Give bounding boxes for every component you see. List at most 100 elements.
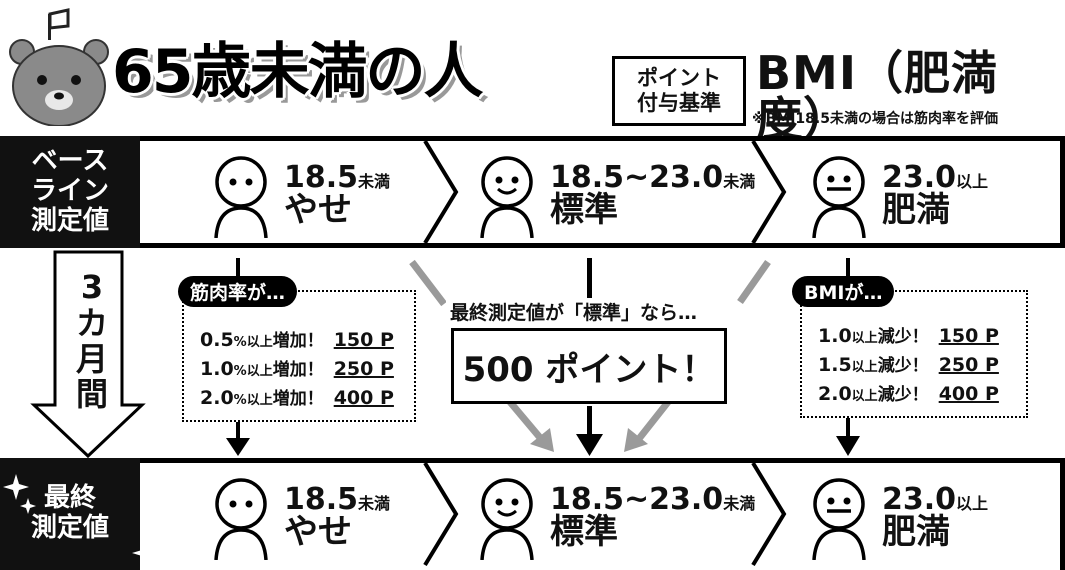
gray-arrow-left — [409, 259, 554, 452]
bmi-change-label: BMIが… — [792, 276, 895, 307]
final-label-line-2: 測定値 — [30, 513, 109, 543]
bmi-change-row: 1.0 以上 減少！ 150 P — [818, 322, 999, 347]
neutral-face-icon — [214, 156, 268, 238]
baseline-label-line-2: ライン — [30, 176, 109, 207]
row-amount: 2.0 — [818, 383, 852, 405]
row-verb: 増加！ — [272, 389, 324, 409]
category-unit: 未満 — [358, 494, 391, 513]
bmi-change-row: 2.0 以上 減少！ 400 P — [818, 380, 999, 405]
duration-char: 月 — [75, 339, 108, 378]
smile-face-icon — [480, 478, 534, 560]
neutral-face-icon — [214, 478, 268, 560]
bear-mascot-icon — [9, 8, 109, 126]
category-obese: 23.0以上 肥満 — [808, 150, 1048, 240]
final-category-standard: 18.5~23.0未満 標準 — [476, 472, 766, 562]
category-unit: 以上 — [956, 172, 989, 191]
bmi-title: BMI（肥満度） — [756, 46, 998, 146]
bmi-change-row: 1.5 以上 減少！ 250 P — [818, 351, 999, 376]
row-verb: 増加！ — [272, 360, 324, 380]
page-title: 65歳未満の人 — [112, 37, 483, 107]
down-arrow-right — [836, 258, 860, 456]
chevron-right-icon — [423, 461, 459, 567]
row-unit: %以上 — [233, 335, 273, 350]
muscle-rate-box — [182, 290, 416, 422]
category-name: 肥満 — [882, 512, 950, 552]
category-value: 18.5 — [284, 482, 359, 517]
muscle-rate-row: 0.5 %以上 増加！ 150 P — [200, 326, 394, 351]
row-amount: 1.0 — [818, 325, 852, 347]
baseline-label: ベース ライン 測定値 — [0, 136, 140, 248]
row-amount: 0.5 — [200, 329, 234, 351]
row-unit: %以上 — [233, 364, 273, 379]
sparkle-icon — [132, 540, 158, 566]
play-arrow-icon — [140, 178, 158, 204]
standard-condition: 最終測定値が「標準」なら… — [446, 298, 702, 325]
duration-char: 3 — [80, 268, 104, 306]
criteria-label-line-1: ポイント — [637, 65, 721, 90]
category-standard: 18.5~23.0未満 標準 — [476, 150, 766, 240]
category-value: 18.5~23.0 — [550, 160, 724, 195]
row-points: 250 P — [938, 354, 999, 376]
category-underweight: 18.5未満 やせ — [210, 150, 430, 240]
chevron-right-icon — [751, 139, 787, 245]
chevron-right-icon — [423, 139, 459, 245]
category-name: やせ — [284, 190, 352, 230]
category-name: 標準 — [550, 512, 618, 552]
standard-reward-box: 500 ポイント！ — [451, 328, 727, 404]
gray-arrow-right — [624, 259, 771, 452]
bmi-change-box — [800, 290, 1028, 418]
smile-face-icon — [480, 156, 534, 238]
category-unit: 未満 — [723, 172, 756, 191]
row-unit: 以上 — [851, 389, 878, 404]
row-points: 150 P — [938, 325, 999, 347]
row-unit: 以上 — [851, 360, 878, 375]
standard-reward: 500 ポイント！ — [462, 349, 716, 390]
row-unit: 以上 — [851, 331, 878, 346]
final-label: 最終 測定値 — [0, 458, 140, 570]
tight-face-icon — [812, 478, 866, 560]
row-verb: 増加！ — [272, 331, 324, 351]
row-points: 250 P — [333, 358, 394, 380]
row-verb: 減少！ — [877, 327, 929, 347]
chevron-right-icon — [751, 461, 787, 567]
duration-char: カ — [75, 303, 108, 342]
row-amount: 1.0 — [200, 358, 234, 380]
category-unit: 以上 — [956, 494, 989, 513]
category-value: 18.5~23.0 — [550, 482, 724, 517]
row-verb: 減少！ — [877, 385, 929, 405]
row-verb: 減少！ — [877, 356, 929, 376]
row-points: 150 P — [333, 329, 394, 351]
category-unit: 未満 — [358, 172, 391, 191]
category-name: やせ — [284, 512, 352, 552]
final-category-obese: 23.0以上 肥満 — [808, 472, 1048, 562]
final-label-line-1: 最終 — [43, 483, 96, 514]
category-name: 標準 — [550, 190, 618, 230]
final-band — [140, 458, 1065, 570]
sparkle-icon — [3, 474, 29, 500]
row-points: 400 P — [938, 383, 999, 405]
category-value: 18.5 — [284, 160, 359, 195]
muscle-rate-row: 1.0 %以上 増加！ 250 P — [200, 355, 394, 380]
baseline-label-line-1: ベース — [31, 146, 109, 177]
category-value: 23.0 — [882, 160, 957, 195]
muscle-rate-rows: 0.5 %以上 増加！ 150 P 1.0 %以上 増加！ 250 P 2.0 … — [200, 326, 394, 409]
criteria-label-box: ポイント 付与基準 — [612, 56, 746, 126]
baseline-band — [140, 136, 1065, 248]
category-name: 肥満 — [882, 190, 950, 230]
down-arrow-center — [576, 258, 603, 456]
sparkle-icon — [20, 498, 36, 514]
row-unit: %以上 — [233, 393, 273, 408]
three-month-arrow — [30, 250, 146, 459]
final-category-underweight: 18.5未満 やせ — [210, 472, 430, 562]
sparkle-icons — [3, 474, 158, 566]
baseline-label-line-3: 測定値 — [30, 205, 109, 236]
muscle-rate-label: 筋肉率が… — [178, 276, 298, 307]
bmi-note: ※BMI18.5未満の場合は筋肉率を評価 — [752, 111, 998, 127]
row-points: 400 P — [333, 387, 394, 409]
category-value: 23.0 — [882, 482, 957, 517]
category-unit: 未満 — [723, 494, 756, 513]
duration-char: 間 — [75, 375, 108, 414]
row-amount: 2.0 — [200, 387, 234, 409]
